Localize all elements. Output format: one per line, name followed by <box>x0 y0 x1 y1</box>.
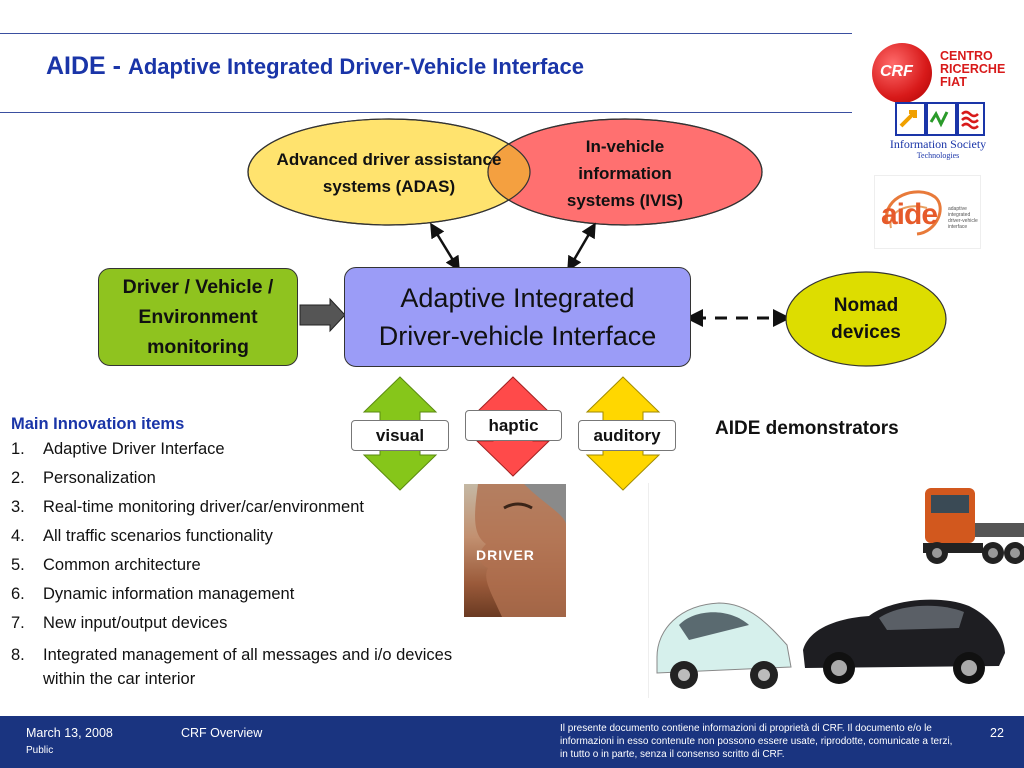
haptic-label: haptic <box>465 410 562 441</box>
driver-image-label: DRIVER <box>476 547 535 563</box>
adas-label: Advanced driver assistance systems (ADAS… <box>276 150 502 196</box>
nomad-ellipse <box>785 271 947 367</box>
visual-label: visual <box>351 420 449 451</box>
header-rule-top <box>0 33 852 34</box>
adaptive-interface-box: Adaptive Integrated Driver-vehicle Inter… <box>344 267 691 367</box>
ist-logo-icon <box>895 102 985 136</box>
crf-logo-icon: CRF <box>872 43 932 103</box>
auditory-label: auditory <box>578 420 676 451</box>
ivis-link-arrow <box>567 222 596 272</box>
innovation-heading: Main Innovation items <box>11 415 185 433</box>
demonstrators-image <box>648 483 1024 698</box>
nomad-label: Nomad devices <box>831 295 901 343</box>
monitoring-box: Driver / Vehicle / Environment monitorin… <box>98 268 298 366</box>
information-society-logo: Information Society Technologies <box>878 100 998 162</box>
page-title: AIDE - Adaptive Integrated Driver-Vehicl… <box>46 52 585 80</box>
crf-logo-text: CENTRO RICERCHE FIAT <box>940 49 1006 89</box>
list-item: 3.Real-time monitoring driver/car/enviro… <box>11 498 364 516</box>
white-car-icon <box>656 602 792 689</box>
list-item: 6.Dynamic information management <box>11 585 295 603</box>
list-item: 1.Adaptive Driver Interface <box>11 440 225 458</box>
monitoring-arrow <box>299 297 346 333</box>
innovation-list: Main Innovation items 1.Adaptive Driver … <box>11 415 481 701</box>
adas-link-arrow <box>430 222 460 272</box>
footer-classification: Public <box>26 745 54 756</box>
footer-bar: March 13, 2008 Public CRF Overview Il pr… <box>0 716 1024 768</box>
driver-image: DRIVER <box>464 484 566 617</box>
list-item: 5.Common architecture <box>11 556 201 574</box>
footer-disclaimer: Il presente documento contiene informazi… <box>560 723 953 760</box>
list-item: 4.All traffic scenarios functionality <box>11 527 273 545</box>
list-item: 8.Integrated management of all messages … <box>11 646 453 688</box>
black-car-icon <box>803 599 1005 684</box>
footer-section: CRF Overview <box>181 726 263 740</box>
header-rule-bottom <box>0 112 852 113</box>
list-item: 7.New input/output devices <box>11 614 228 632</box>
footer-date: March 13, 2008 <box>26 726 113 740</box>
demonstrators-title: AIDE demonstrators <box>715 418 899 439</box>
list-item: 2.Personalization <box>11 469 156 487</box>
ivis-label: In-vehicle information systems (IVIS) <box>566 136 684 210</box>
truck-icon <box>923 488 1024 564</box>
aide-swirl-icon <box>885 190 942 236</box>
page-number: 22 <box>990 726 1004 740</box>
